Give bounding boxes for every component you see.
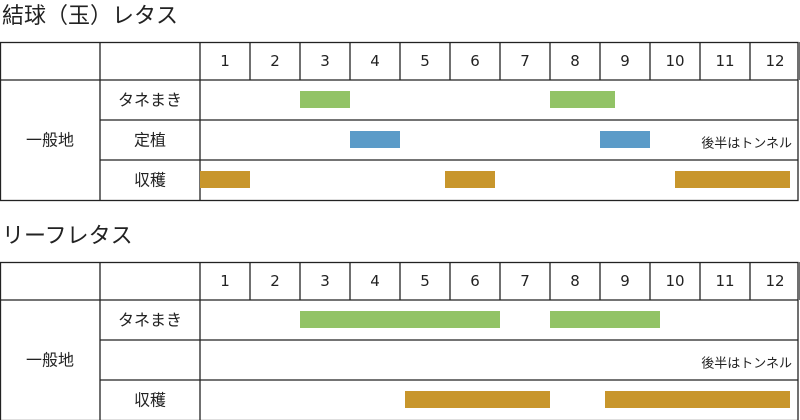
bar-transplant-1 xyxy=(350,131,400,148)
table-border xyxy=(0,261,799,420)
month-label-5: 5 xyxy=(420,52,430,70)
bar-harvest-1 xyxy=(200,171,250,188)
bar-harvest-2 xyxy=(445,171,495,188)
bar-transplant-2 xyxy=(600,131,650,148)
chart-title-1: 結球（玉）レタス xyxy=(2,4,179,29)
row-label-sow: タネまき xyxy=(118,311,182,330)
month-label-3: 3 xyxy=(320,272,330,290)
group-label: 一般地 xyxy=(26,351,74,370)
month-label-8: 8 xyxy=(570,52,580,70)
month-label-12: 12 xyxy=(765,272,784,290)
bar-harvest-2 xyxy=(605,391,790,408)
group-label: 一般地 xyxy=(26,131,74,150)
month-label-11: 11 xyxy=(715,272,734,290)
bar-sow-1 xyxy=(300,311,500,328)
bar-sow-2 xyxy=(550,91,615,108)
bar-sow-2 xyxy=(550,311,660,328)
month-label-10: 10 xyxy=(665,272,684,290)
tunnel-note: 後半はトンネル xyxy=(701,137,792,152)
table-border xyxy=(0,41,799,202)
month-label-11: 11 xyxy=(715,52,734,70)
month-label-4: 4 xyxy=(370,52,380,70)
bar-sow-1 xyxy=(300,91,350,108)
bar-harvest-3 xyxy=(675,171,790,188)
month-label-8: 8 xyxy=(570,272,580,290)
month-label-1: 1 xyxy=(220,272,230,290)
month-label-6: 6 xyxy=(470,272,480,290)
month-label-5: 5 xyxy=(420,272,430,290)
row-label-sow: タネまき xyxy=(118,91,182,110)
month-label-10: 10 xyxy=(665,52,684,70)
month-label-6: 6 xyxy=(470,52,480,70)
row-label-harvest: 収穫 xyxy=(134,171,166,190)
month-label-9: 9 xyxy=(620,52,630,70)
month-label-2: 2 xyxy=(270,272,280,290)
month-label-12: 12 xyxy=(765,52,784,70)
month-label-3: 3 xyxy=(320,52,330,70)
month-label-7: 7 xyxy=(520,52,530,70)
chart-title-2: リーフレタス xyxy=(2,224,133,249)
month-label-4: 4 xyxy=(370,272,380,290)
month-label-9: 9 xyxy=(620,272,630,290)
row-label-transplant: 定植 xyxy=(134,131,166,150)
bar-harvest-1 xyxy=(405,391,550,408)
month-label-7: 7 xyxy=(520,272,530,290)
tunnel-note: 後半はトンネル xyxy=(701,357,792,372)
month-label-2: 2 xyxy=(270,52,280,70)
month-label-1: 1 xyxy=(220,52,230,70)
row-label-harvest: 収穫 xyxy=(134,391,166,410)
